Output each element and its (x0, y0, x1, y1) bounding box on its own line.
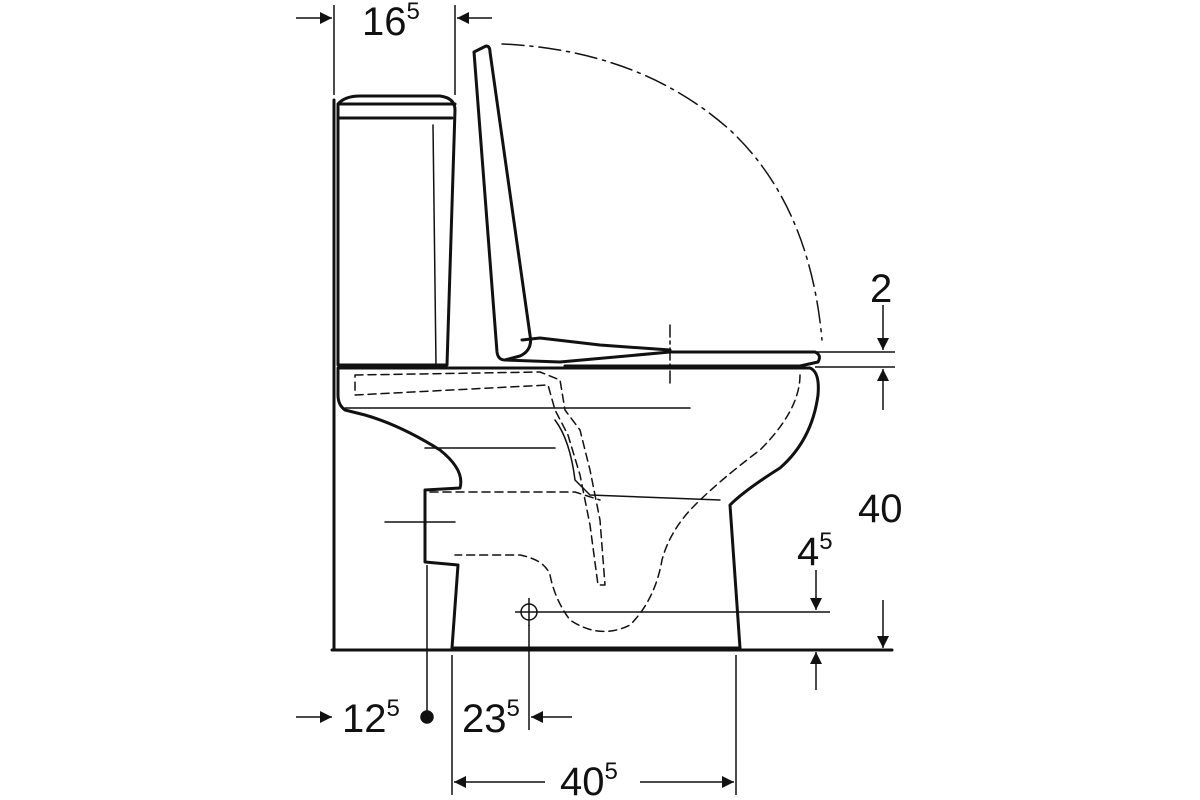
bowl-waterline (344, 407, 721, 501)
open-lid (472, 44, 532, 362)
lid-swing-arc (501, 43, 823, 341)
lid-hinge (520, 336, 672, 352)
seat (503, 350, 821, 368)
cistern-lid (336, 102, 457, 120)
dim-label-outlet-height: 45 (797, 528, 833, 574)
dimension-labels: 165 2 40 45 125 235 405 (342, 0, 903, 800)
dim-label-fixing-to-outlet: 235 (462, 695, 520, 741)
dim-label-tank-depth: 165 (362, 0, 420, 44)
dimension-lines (296, 5, 895, 795)
dim-label-wall-to-fixing: 125 (342, 695, 400, 741)
dim-label-base-length: 405 (560, 758, 618, 800)
dim-label-seat-height: 40 (858, 487, 903, 531)
cistern-inner-wall (432, 124, 437, 366)
dim-label-seat-thickness: 2 (870, 267, 892, 311)
bowl-body (336, 366, 820, 650)
cistern-tank (336, 94, 457, 367)
toilet-outline (330, 43, 894, 652)
trap-hidden-lines (354, 371, 801, 633)
